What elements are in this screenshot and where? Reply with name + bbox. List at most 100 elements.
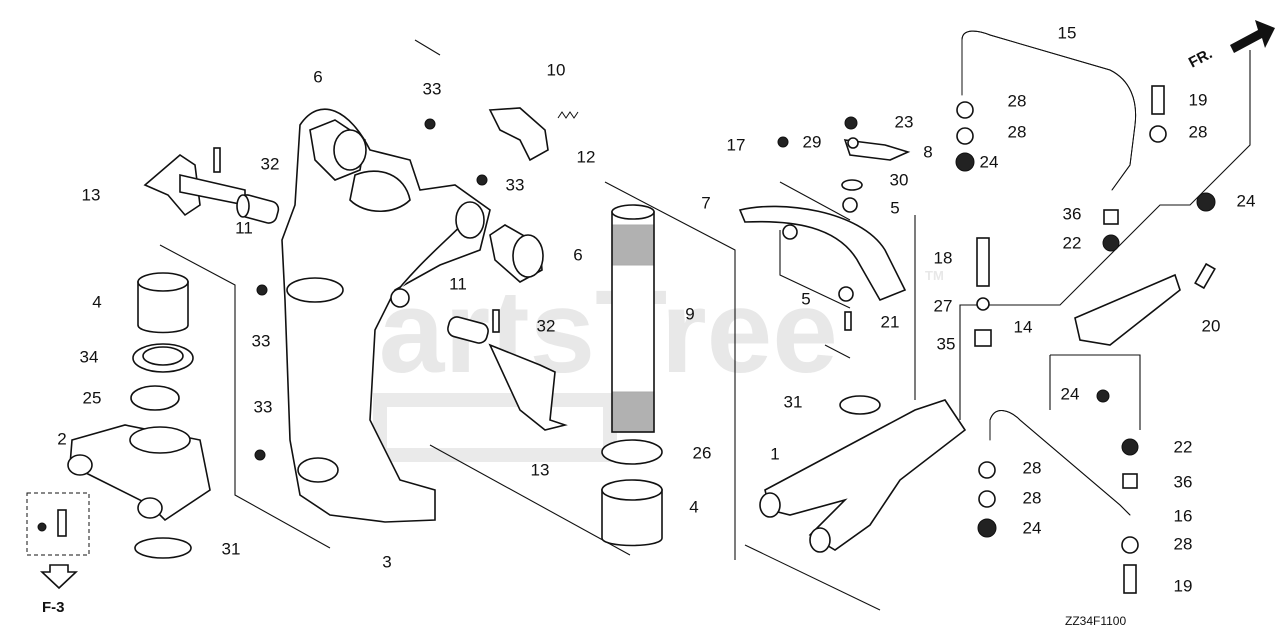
frame-small — [824, 344, 851, 359]
callout-c33c: 33 — [252, 331, 271, 350]
callout-c19a: 19 — [1189, 90, 1208, 109]
callout-c27: 27 — [934, 296, 953, 315]
callout-c36b: 36 — [1174, 472, 1193, 491]
washer-28-f — [1121, 536, 1139, 554]
spacer-35 — [974, 329, 992, 347]
collar-11-right — [447, 316, 489, 344]
levers-13 — [143, 153, 568, 431]
hardware-right-top — [955, 85, 1216, 252]
frame-top-clamp — [414, 39, 441, 56]
shaft-9-spline-top — [611, 224, 655, 266]
group-frames — [26, 39, 1251, 611]
callout-c6a: 6 — [313, 67, 322, 86]
frame-mid-lower — [429, 444, 631, 556]
callout-c11a: 11 — [235, 218, 253, 237]
rod-15 — [961, 30, 1137, 191]
washer-28-c — [1149, 125, 1167, 143]
seals-6 — [309, 119, 544, 283]
swivel-case-arm-end — [455, 201, 485, 239]
reference-indicator: F-3 — [37, 509, 79, 616]
callout-c24b: 24 — [1237, 191, 1256, 210]
drawing-code: ZZ34F1100 — [1065, 614, 1126, 628]
bolt-stack-18 — [974, 237, 992, 347]
spring-10 — [557, 111, 579, 119]
callout-c33b: 33 — [506, 175, 525, 194]
pin-32-left — [213, 147, 221, 173]
bolt-33-lower — [254, 449, 266, 461]
callout-c6b: 6 — [573, 245, 582, 264]
bushing-22-top — [1102, 234, 1120, 252]
callout-c21: 21 — [881, 312, 900, 331]
callout-c22b: 22 — [1174, 437, 1193, 456]
mount-2-bore — [129, 426, 191, 454]
pin-32-right — [492, 309, 500, 333]
plate-7 — [738, 116, 911, 331]
lever-13-right — [488, 343, 568, 431]
link-plate-14 — [1074, 262, 1216, 403]
bushing-4-right-top — [601, 479, 663, 501]
callout-labels: 1234455667891011111213131415161718191920… — [57, 23, 1255, 595]
callout-c19b: 19 — [1174, 576, 1193, 595]
reference-label: F-3 — [42, 599, 65, 616]
bushing-22-bottom — [1121, 438, 1139, 456]
swivel-case-pivot — [390, 288, 410, 308]
callout-c8: 8 — [923, 142, 932, 161]
callout-c4b: 4 — [689, 497, 698, 516]
bracket-1 — [759, 395, 967, 553]
callout-c5a: 5 — [890, 198, 899, 217]
shaft-9 — [601, 204, 663, 547]
swivel-case-body — [281, 108, 491, 523]
callout-c1: 1 — [770, 444, 779, 463]
bracket-8 — [843, 139, 911, 161]
callout-c7: 7 — [701, 193, 710, 212]
washer-28-a — [956, 101, 974, 119]
callout-c15: 15 — [1058, 23, 1077, 42]
callout-c24d: 24 — [1023, 518, 1042, 537]
bolt-33-mid — [256, 284, 268, 296]
rod-15-highlight — [961, 30, 1137, 191]
callout-c25: 25 — [83, 388, 102, 407]
left-bushings — [67, 272, 211, 559]
bolt-19-bottom — [1123, 564, 1137, 594]
clamp-10-12 — [488, 107, 579, 162]
nut-24-d — [977, 518, 997, 538]
mount-2-boss-left — [67, 454, 93, 476]
snap-ring-31-right — [839, 395, 881, 415]
washer-28-e — [978, 490, 996, 508]
seal-6-right-face — [512, 234, 544, 278]
callout-c12: 12 — [577, 147, 596, 166]
nut-24-c — [1096, 389, 1110, 403]
nut-24-b — [1196, 192, 1216, 212]
front-direction-indicator: FR. — [1186, 20, 1275, 72]
callout-c14: 14 — [1014, 317, 1033, 336]
bushing-4-left — [137, 281, 189, 334]
shaft-9-spline-bottom — [611, 391, 655, 433]
callout-c32b: 32 — [537, 316, 556, 335]
callout-c35: 35 — [937, 334, 956, 353]
callout-c36a: 36 — [1063, 204, 1082, 223]
washer-5-upper — [842, 197, 858, 213]
callout-c28e: 28 — [1023, 488, 1042, 507]
mount-2-boss-bottom — [137, 497, 163, 519]
bolt-17 — [777, 136, 789, 148]
frame-bracket-bottom — [744, 544, 881, 611]
clamp-12 — [488, 107, 549, 162]
bracket-1-left-end — [759, 492, 781, 518]
collar-11-left-face — [236, 194, 250, 218]
callout-c23: 23 — [895, 112, 914, 131]
callout-c16: 16 — [1174, 506, 1193, 525]
link-rod-16-body — [989, 410, 1131, 516]
frame-right-stepped — [959, 50, 1251, 420]
callout-c9: 9 — [685, 304, 694, 323]
bracket-1-right-end — [809, 527, 831, 553]
washer-28-b — [956, 127, 974, 145]
callout-c31b: 31 — [784, 392, 803, 411]
callout-c3: 3 — [382, 552, 391, 571]
callout-c28d: 28 — [1023, 458, 1042, 477]
plate-7-body — [738, 205, 907, 302]
trademark-text: TM — [925, 268, 944, 283]
callout-c34: 34 — [80, 347, 99, 366]
washer-30 — [841, 179, 863, 191]
frame-left-bushings — [159, 244, 331, 549]
